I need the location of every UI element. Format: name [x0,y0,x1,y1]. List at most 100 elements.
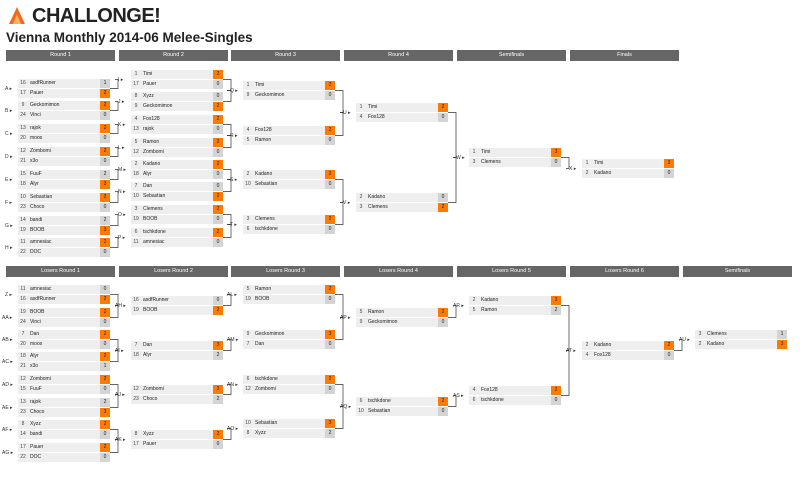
match-label[interactable]: E ▸ [5,176,13,183]
match-label[interactable]: AL ▸ [227,291,237,298]
match-label[interactable]: P ▸ [118,234,126,241]
match-label[interactable]: Q ▸ [230,87,238,94]
match-label[interactable]: AT ▸ [566,347,576,354]
match-label[interactable]: D ▸ [5,153,13,160]
match-label[interactable]: G ▸ [5,222,13,229]
match-label[interactable]: AO ▸ [227,425,239,432]
match-label[interactable]: I ▸ [118,76,124,83]
match-label[interactable]: O ▸ [118,211,126,218]
match-label[interactable]: AU ▸ [679,336,690,343]
match-label[interactable]: AA ▸ [2,314,13,321]
match-label[interactable]: AM ▸ [227,336,239,343]
match-label[interactable]: AC ▸ [2,358,13,365]
match-label[interactable]: AH ▸ [115,302,126,309]
match-label[interactable]: AS ▸ [453,392,464,399]
match-label[interactable]: AP ▸ [340,314,351,321]
match-label[interactable]: K ▸ [118,121,126,128]
match-label[interactable]: A ▸ [5,85,12,92]
match-label[interactable]: F ▸ [5,199,12,206]
match-label[interactable]: V ▸ [343,199,351,206]
match-label[interactable]: L ▸ [118,144,125,151]
match-label[interactable]: AI ▸ [115,347,124,354]
match-label[interactable]: Z ▸ [5,291,12,298]
match-label[interactable]: AG ▸ [2,449,14,456]
match-label[interactable]: N ▸ [118,188,126,195]
match-label[interactable]: M ▸ [118,166,127,173]
match-label[interactable]: AN ▸ [227,381,238,388]
match-label[interactable]: W ▸ [456,154,465,161]
match-label[interactable]: AB ▸ [2,336,13,343]
match-label[interactable]: AD ▸ [2,381,13,388]
match-label[interactable]: AQ ▸ [340,403,352,410]
match-label[interactable]: AE ▸ [2,404,13,411]
match-label[interactable]: C ▸ [5,130,13,137]
